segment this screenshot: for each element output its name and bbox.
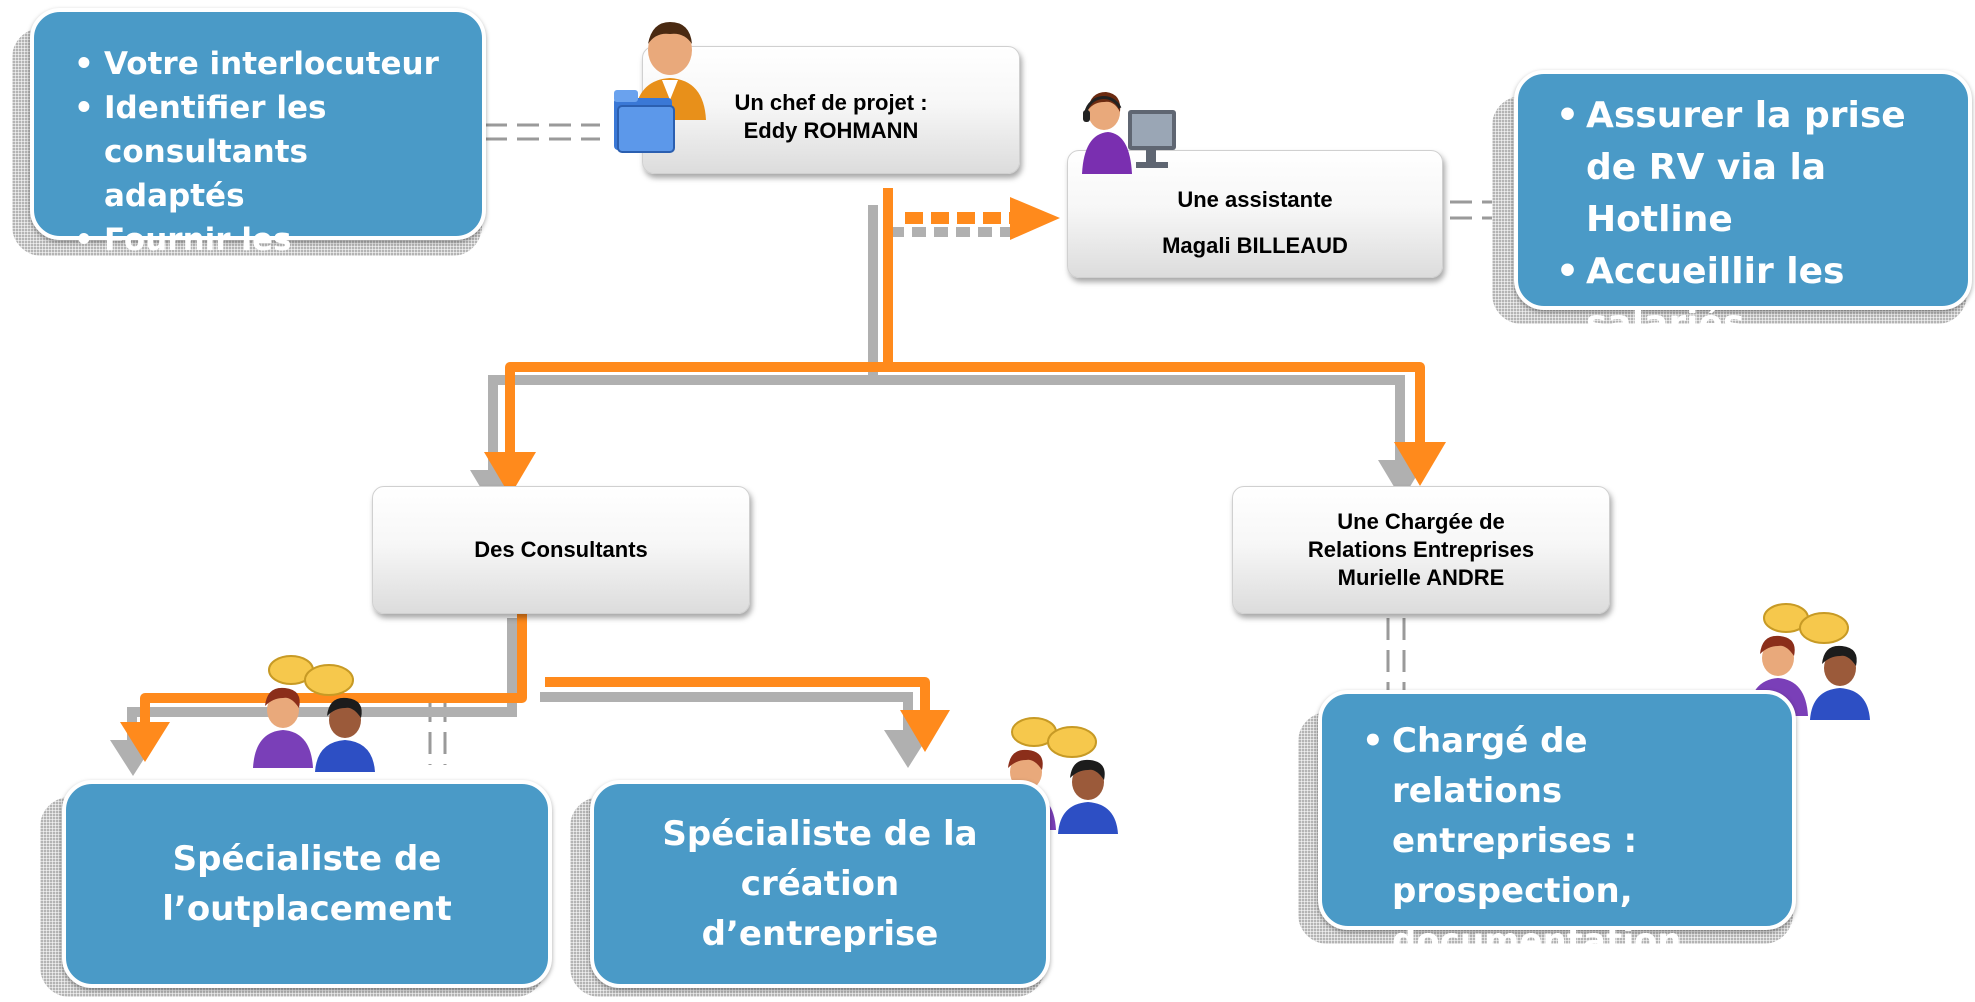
chef-projet-box: Un chef de projet : Eddy ROHMANN xyxy=(642,46,1020,174)
chargee-name: Murielle ANDRE xyxy=(1337,565,1505,590)
orange-arrowheads xyxy=(120,442,1446,762)
list-item: Identifier les consultants adaptés xyxy=(74,86,472,218)
arrowhead-chargee xyxy=(1394,442,1446,486)
list-item: Fournir les reportings xyxy=(74,218,472,306)
orange-arrow-main xyxy=(505,188,893,455)
chargee-title-line2: Relations Entreprises xyxy=(1307,537,1535,562)
arrowhead-outplacement xyxy=(120,722,170,762)
chargee-box: Une Chargée de Relations Entreprises Mur… xyxy=(1232,486,1610,614)
arrow-shadow-creation xyxy=(540,692,913,730)
chef-projet-name: Eddy ROHMANN xyxy=(743,118,919,143)
list-item: Votre interlocuteur xyxy=(74,42,472,86)
arrowhead-creation xyxy=(900,710,950,752)
arrow-shadow-main xyxy=(488,205,878,470)
list-item: Chargé de relations entreprises : prospe… xyxy=(1362,716,1776,966)
arrowhead-assistante xyxy=(1010,197,1060,240)
chargee-blue-box: Chargé de relations entreprises : prospe… xyxy=(1318,690,1796,961)
specialiste-creation-box: Spécialiste de la création d’entreprise xyxy=(590,780,1050,988)
chargee-list: Chargé de relations entreprises : prospe… xyxy=(1352,716,1776,966)
list-item: Accueillir les salariés xyxy=(1556,246,1962,350)
arrow-shadow-right xyxy=(873,375,1405,460)
creation-line1: Spécialiste de la xyxy=(662,814,978,854)
top-left-box: Votre interlocuteur Identifier les consu… xyxy=(30,8,486,302)
orange-arrows xyxy=(140,188,1425,725)
outplacement-line2: l’outplacement xyxy=(162,889,452,929)
list-item: Assurer la prise de RV via la Hotline xyxy=(1556,90,1962,246)
assistante-name: Magali BILLEAUD xyxy=(1162,233,1348,258)
top-right-box: Assurer la prise de RV via la Hotline Ac… xyxy=(1514,70,1972,344)
two-people-talking-icon xyxy=(253,655,375,772)
person-with-headset-computer-icon xyxy=(1082,92,1176,174)
orange-arrow-consultants-right xyxy=(545,677,930,712)
creation-line2: création xyxy=(740,864,900,904)
chargee-title-line1: Une Chargée de xyxy=(1337,509,1505,534)
creation-line3: d’entreprise xyxy=(701,914,939,954)
consultants-box: Des Consultants xyxy=(372,486,750,614)
person-with-folder-icon xyxy=(614,22,706,153)
orange-arrow-consultants-left xyxy=(140,600,527,725)
top-right-list: Assurer la prise de RV via la Hotline Ac… xyxy=(1546,90,1962,350)
consultants-label: Des Consultants xyxy=(474,537,648,562)
top-left-list: Votre interlocuteur Identifier les consu… xyxy=(64,42,472,306)
assistante-title: Une assistante xyxy=(1177,187,1333,212)
arrowhead-consultants xyxy=(484,452,536,496)
orange-arrow-right xyxy=(888,362,1425,445)
outplacement-line1: Spécialiste de xyxy=(172,839,442,879)
specialiste-outplacement-box: Spécialiste de l’outplacement xyxy=(62,780,552,988)
chef-projet-title: Un chef de projet : xyxy=(734,90,928,115)
